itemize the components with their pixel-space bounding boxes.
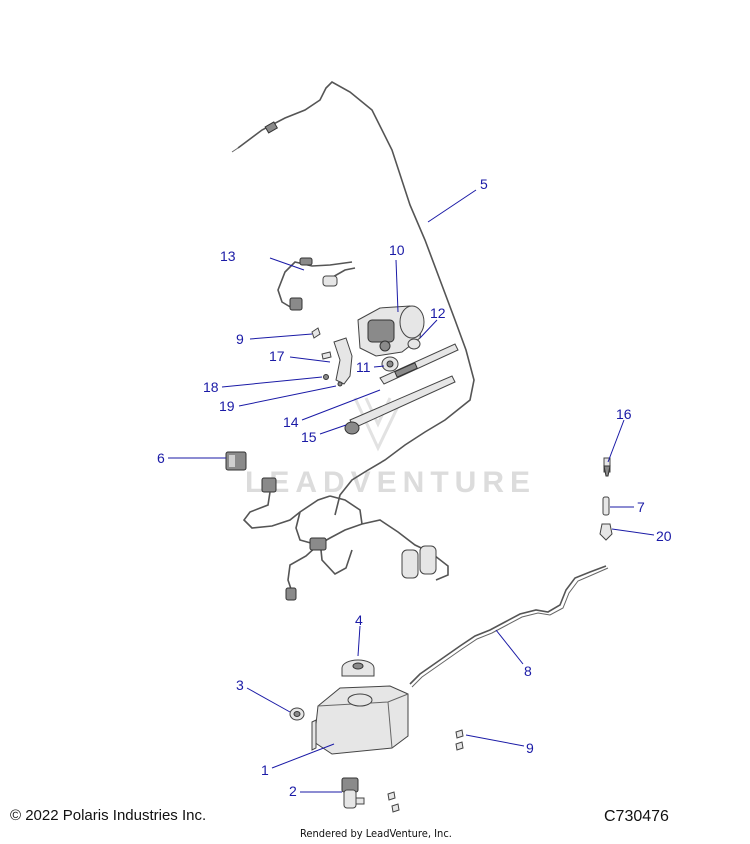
part-12-cap bbox=[407, 338, 421, 350]
part-15-wiper-blade bbox=[344, 375, 456, 435]
part-4-cap bbox=[341, 659, 375, 677]
part-16-fitting bbox=[603, 457, 611, 477]
callout-10: 10 bbox=[389, 242, 405, 258]
callout-labels: 5 13 10 12 9 17 11 18 19 14 15 6 16 7 20… bbox=[157, 176, 672, 799]
callout-7: 7 bbox=[637, 499, 645, 515]
callout-17: 17 bbox=[269, 348, 285, 364]
callout-8: 8 bbox=[524, 663, 532, 679]
part-7-tube bbox=[602, 496, 610, 516]
callout-11: 11 bbox=[356, 359, 371, 375]
part-3-grommet bbox=[289, 707, 305, 721]
part-20-connector bbox=[599, 523, 613, 541]
diagram-code: C730476 bbox=[604, 808, 669, 825]
watermark-logo: LEADVENTURE bbox=[245, 397, 536, 499]
callout-1: 1 bbox=[261, 762, 269, 778]
part-10-wiper-motor bbox=[357, 305, 425, 357]
callout-5: 5 bbox=[480, 176, 488, 192]
part-13-harness bbox=[277, 257, 356, 311]
callout-18: 18 bbox=[203, 379, 219, 395]
callout-12: 12 bbox=[430, 305, 446, 321]
part-14-wiper-arm bbox=[379, 343, 459, 385]
callout-2: 2 bbox=[289, 783, 297, 799]
part-9-screw-upper bbox=[311, 327, 321, 339]
rendered-by-credit: Rendered by LeadVenture, Inc. bbox=[300, 827, 452, 840]
callout-15: 15 bbox=[301, 429, 317, 445]
callout-9-upper: 9 bbox=[236, 331, 244, 347]
callout-19: 19 bbox=[219, 398, 235, 414]
callout-4: 4 bbox=[355, 612, 363, 628]
part-17-bracket bbox=[333, 337, 353, 385]
watermark-text: LEADVENTURE bbox=[245, 466, 536, 499]
copyright-notice: © 2022 Polaris Industries Inc. bbox=[10, 807, 207, 824]
callout-20: 20 bbox=[656, 528, 672, 544]
callout-16: 16 bbox=[616, 406, 632, 422]
callout-9-lower: 9 bbox=[526, 740, 534, 756]
part-17-clip bbox=[321, 351, 332, 360]
part-18-nut bbox=[323, 374, 329, 380]
part-5-cable bbox=[231, 81, 475, 516]
callout-3: 3 bbox=[236, 677, 244, 693]
part-2-pump bbox=[341, 777, 365, 809]
part-1-reservoir bbox=[311, 685, 409, 755]
leader-lines bbox=[168, 189, 655, 793]
part-8-hose bbox=[409, 565, 609, 688]
callout-13: 13 bbox=[220, 248, 236, 264]
part-9-screws-lower bbox=[387, 729, 464, 813]
main-harness bbox=[242, 477, 449, 601]
callout-14: 14 bbox=[283, 414, 299, 430]
part-19-washer bbox=[337, 381, 343, 387]
part-11-nut bbox=[381, 356, 399, 372]
part-6-switch bbox=[225, 451, 247, 471]
callout-6: 6 bbox=[157, 450, 165, 466]
